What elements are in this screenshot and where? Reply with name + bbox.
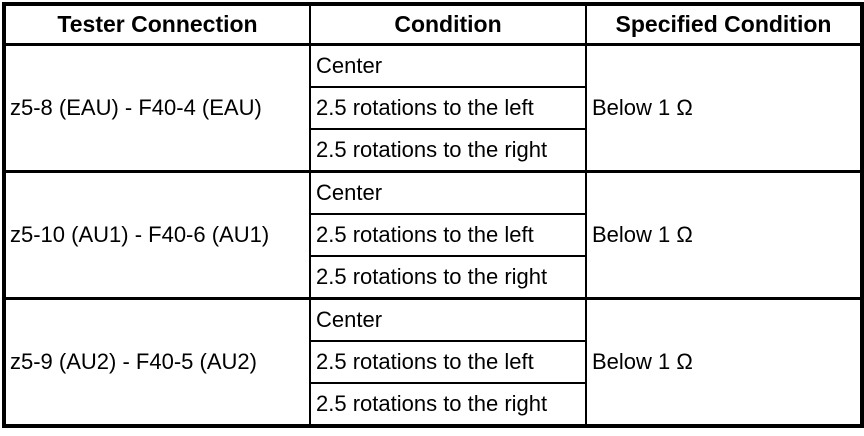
table-row: 2.5 rotations to the right bbox=[4, 382, 862, 426]
tester-connection-cell: z5-10 (AU1) - F40-6 (AU1) bbox=[4, 170, 310, 299]
condition-cell: 2.5 rotations to the left bbox=[309, 340, 586, 383]
table-row: z5-8 (EAU) - F40-4 (EAU) Center Below 1 … bbox=[4, 44, 862, 172]
specified-condition-cell: Below 1 Ω bbox=[585, 297, 862, 426]
table-row: z5-9 (AU2) - F40-5 (AU2) Center Below 1 … bbox=[4, 297, 862, 426]
specified-condition-cell: Below 1 Ω bbox=[585, 44, 862, 172]
condition-cell: Center bbox=[309, 297, 586, 341]
header-condition: Condition bbox=[309, 4, 586, 46]
tester-specification-table: Tester Connection Condition Specified Co… bbox=[2, 2, 864, 428]
condition-cell: 2.5 rotations to the left bbox=[309, 213, 586, 256]
header-specified-condition: Specified Condition bbox=[585, 4, 862, 46]
condition-cell: 2.5 rotations to the right bbox=[309, 128, 586, 172]
header-row: Tester Connection Condition Specified Co… bbox=[4, 4, 862, 46]
table-row: 2.5 rotations to the left bbox=[4, 86, 862, 129]
condition-cell: Center bbox=[309, 170, 586, 214]
condition-cell: Center bbox=[309, 44, 586, 87]
table-row: 2.5 rotations to the left bbox=[4, 340, 862, 383]
specified-condition-cell: Below 1 Ω bbox=[585, 170, 862, 299]
condition-cell: 2.5 rotations to the right bbox=[309, 382, 586, 426]
tester-connection-cell: z5-9 (AU2) - F40-5 (AU2) bbox=[4, 297, 310, 426]
table-row: 2.5 rotations to the right bbox=[4, 128, 862, 172]
tester-connection-cell: z5-8 (EAU) - F40-4 (EAU) bbox=[10, 95, 262, 120]
condition-cell: 2.5 rotations to the left bbox=[309, 86, 586, 129]
table-row: 2.5 rotations to the right bbox=[4, 255, 862, 299]
header-tester-connection: Tester Connection bbox=[4, 4, 310, 46]
condition-cell: 2.5 rotations to the right bbox=[309, 255, 586, 299]
table-row: 2.5 rotations to the left bbox=[4, 213, 862, 256]
table-row: z5-10 (AU1) - F40-6 (AU1) Center Below 1… bbox=[4, 170, 862, 299]
